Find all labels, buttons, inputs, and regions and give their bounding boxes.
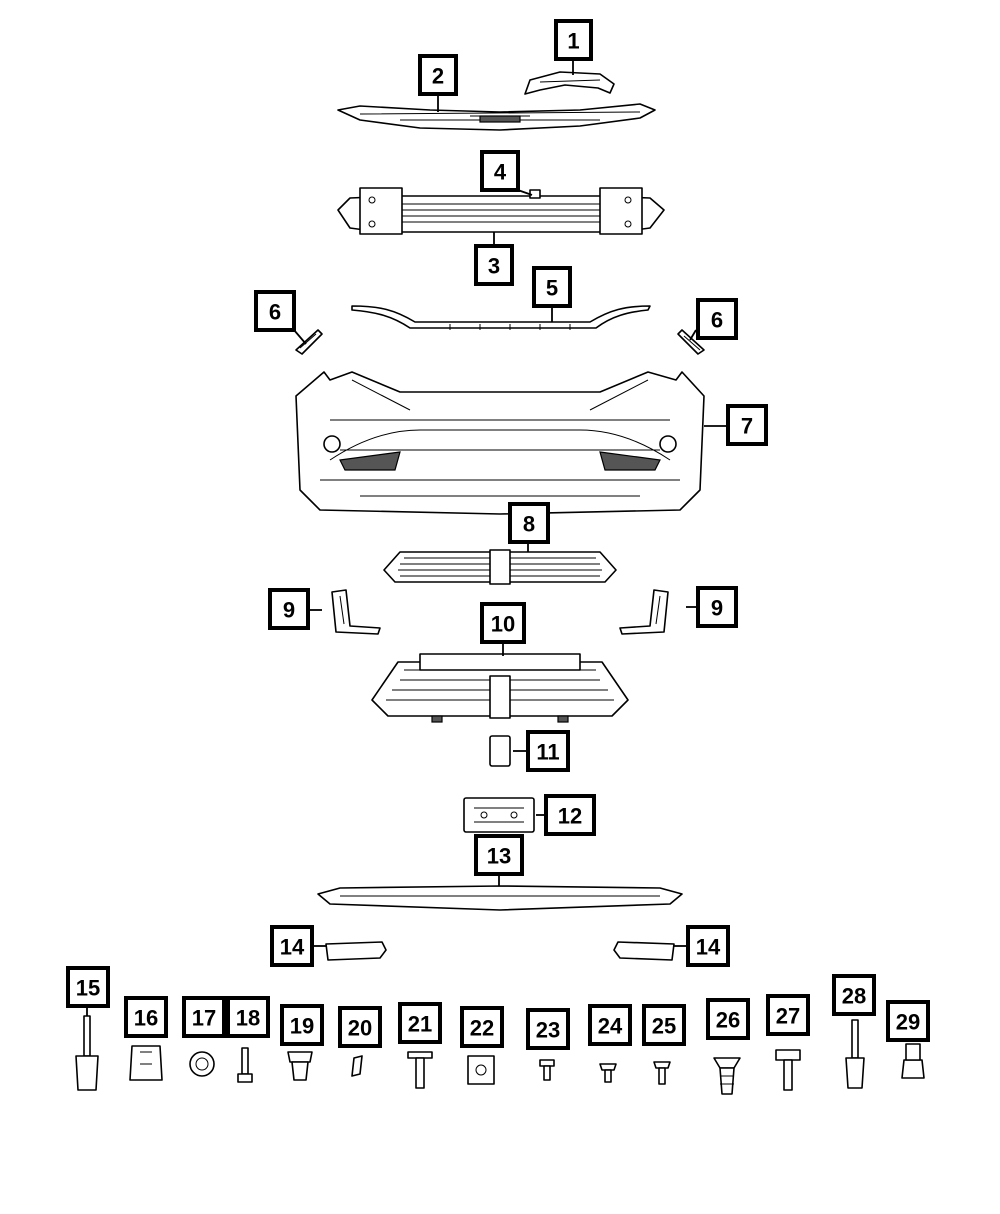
part-24-screw[interactable] [599,1063,617,1083]
part-7-bumper-fascia[interactable] [295,371,705,515]
callout-8[interactable]: 8 [508,502,550,544]
callout-label: 9 [283,598,295,623]
callout-26[interactable]: 26 [706,998,750,1040]
callout-24[interactable]: 24 [588,1004,632,1046]
callout-label: 2 [432,64,444,89]
callout-label: 12 [558,804,582,829]
part-28-rivet[interactable] [845,1019,865,1089]
part-17-push-nut[interactable] [189,1051,215,1077]
part-12-license-bracket[interactable] [463,797,535,833]
callout-13[interactable]: 13 [474,834,524,876]
callout-7[interactable]: 7 [726,404,768,446]
part-11-sensor[interactable] [489,735,511,767]
callout-28[interactable]: 28 [832,974,876,1016]
callout-label: 29 [896,1010,920,1035]
callout-17[interactable]: 17 [182,996,226,1038]
callout-label: 8 [523,512,535,537]
part-25-screw[interactable] [653,1061,671,1085]
callout-label: 14 [696,935,721,960]
part-14-right-reflector[interactable] [613,941,675,961]
part-2-upper-beam[interactable] [337,103,656,131]
callout-label: 4 [494,160,507,185]
callout-14-right[interactable]: 14 [686,925,730,967]
part-15-rivet[interactable] [75,1015,99,1091]
part-3-reinforcement[interactable] [337,187,665,235]
callout-10[interactable]: 10 [480,602,526,644]
callout-label: 17 [192,1006,216,1031]
callout-23[interactable]: 23 [526,1008,570,1050]
callout-12[interactable]: 12 [544,794,596,836]
callout-4[interactable]: 4 [480,150,520,192]
part-13-lower-valance[interactable] [317,885,683,911]
callout-22[interactable]: 22 [460,1006,504,1048]
part-14-left-reflector[interactable] [325,941,387,961]
callout-label: 21 [408,1012,432,1037]
callout-3[interactable]: 3 [474,244,514,286]
callout-label: 14 [280,935,305,960]
callout-6-left[interactable]: 6 [254,290,296,332]
part-19-grommet[interactable] [287,1051,313,1081]
part-6-right-piece[interactable] [677,329,705,355]
callout-11[interactable]: 11 [526,730,570,772]
callout-label: 10 [491,612,515,637]
callout-label: 27 [776,1004,800,1029]
part-16-clip[interactable] [129,1045,163,1081]
callout-label: 13 [487,844,511,869]
callout-27[interactable]: 27 [766,994,810,1036]
callout-9-right[interactable]: 9 [696,586,738,628]
part-21-bolt[interactable] [407,1051,433,1089]
part-9-left-deflector[interactable] [331,589,381,635]
callout-label: 9 [711,596,723,621]
callout-label: 19 [290,1014,314,1039]
part-5-trim-strip[interactable] [351,305,651,330]
callout-21[interactable]: 21 [398,1002,442,1044]
part-1-bracket[interactable] [524,71,615,95]
part-8-upper-grille[interactable] [383,549,617,585]
callout-15[interactable]: 15 [66,966,110,1008]
part-22-nut-clip[interactable] [467,1055,495,1085]
part-10-shutter-assembly[interactable] [371,653,629,723]
callout-16[interactable]: 16 [124,996,168,1038]
callout-19[interactable]: 19 [280,1004,324,1046]
callout-label: 7 [741,414,753,439]
callout-9-left[interactable]: 9 [268,588,310,630]
callout-label: 18 [236,1006,260,1031]
callout-label: 11 [536,740,559,765]
part-9-right-deflector[interactable] [619,589,669,635]
callout-label: 26 [716,1008,740,1033]
callout-29[interactable]: 29 [886,1000,930,1042]
callout-label: 16 [134,1006,158,1031]
callout-label: 22 [470,1016,494,1041]
callout-label: 1 [567,29,579,54]
part-23-screw[interactable] [539,1059,555,1081]
callout-label: 20 [348,1016,372,1041]
part-29-nut[interactable] [901,1043,925,1079]
part-18-stud[interactable] [237,1047,253,1083]
part-20-spring-clip[interactable] [351,1055,363,1077]
callout-5[interactable]: 5 [532,266,572,308]
callout-label: 15 [76,976,100,1001]
callout-label: 3 [488,254,500,279]
callout-label: 28 [842,984,866,1009]
callout-label: 24 [598,1014,623,1039]
callout-label: 25 [652,1014,676,1039]
callout-label: 6 [269,300,281,325]
callout-14-left[interactable]: 14 [270,925,314,967]
callout-20[interactable]: 20 [338,1006,382,1048]
callout-label: 5 [546,276,558,301]
part-27-bolt[interactable] [775,1049,801,1091]
callout-6-right[interactable]: 6 [696,298,738,340]
callout-25[interactable]: 25 [642,1004,686,1046]
callout-2[interactable]: 2 [418,54,458,96]
part-6-left-piece[interactable] [295,329,323,355]
callout-1[interactable]: 1 [554,19,593,61]
callout-label: 6 [711,308,723,333]
part-26-push-pin[interactable] [713,1057,741,1095]
callout-18[interactable]: 18 [226,996,270,1038]
callout-label: 23 [536,1018,560,1043]
